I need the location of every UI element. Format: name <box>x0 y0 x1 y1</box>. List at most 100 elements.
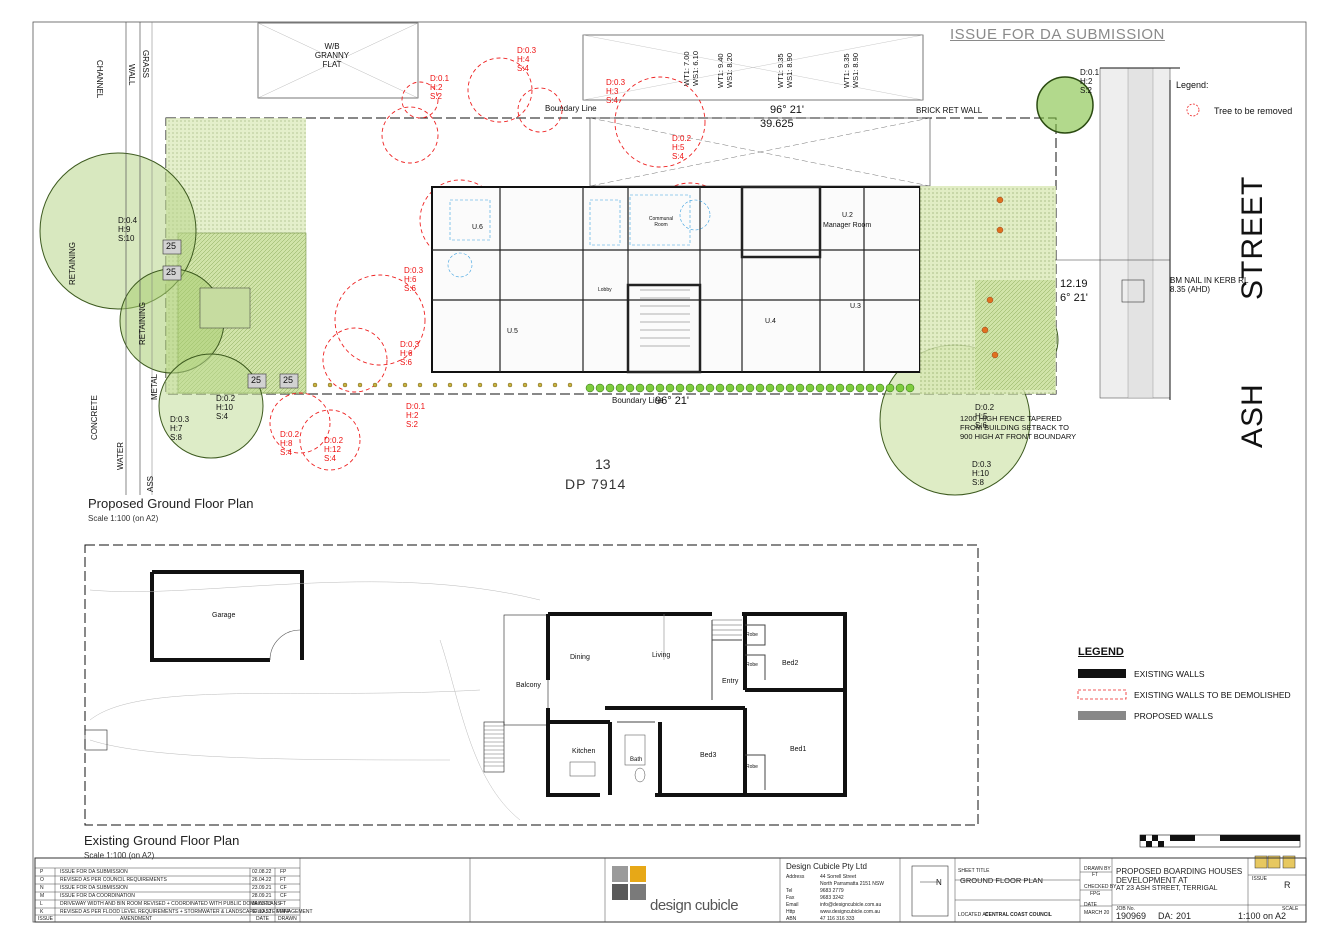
rev-by: FT/FP <box>276 909 290 915</box>
checked-by-label: CHECKED BY <box>1084 884 1117 890</box>
http-label: Http <box>786 909 796 915</box>
lot-number: 13 <box>595 456 611 472</box>
proposed-building <box>431 186 921 373</box>
company-logo-text: design cubicle <box>650 897 739 914</box>
label-retaining-2: RETAINING <box>138 302 147 345</box>
legend-swatches <box>1077 669 1127 720</box>
room-robe: Robe <box>746 764 758 770</box>
issue-label: ISSUE <box>1252 876 1268 882</box>
tree-tag-red: D:0.3 H:6 S:6 <box>404 266 424 293</box>
label-grass: GRASS <box>141 50 150 79</box>
room-lobby: Lobby <box>598 287 612 293</box>
sheet-title-label: SHEET TITLE <box>958 868 990 874</box>
rev-desc: REVISED AS PER COUNCIL REQUIREMENTS <box>60 877 167 883</box>
tel-label: Tel <box>786 888 793 894</box>
rev-code: M <box>40 893 45 899</box>
label-wall: WALL <box>127 64 136 86</box>
tree-tag: D:0.1 H:2 S:2 <box>1080 68 1100 95</box>
existing-boundary <box>84 544 979 826</box>
bm-nail-label: BM NAIL IN KERB RL 8.35 (AHD) <box>1170 276 1249 294</box>
http-value: www.designcubicle.com.au <box>820 909 881 915</box>
scale-label: SCALE <box>1282 906 1299 912</box>
level-reading: WT1: 9.35 WS1: 8.90 <box>776 52 794 88</box>
rev-by: CF <box>280 885 287 891</box>
fax-value: 9683 3242 <box>820 895 844 901</box>
drawn-by-label: DRAWN BY <box>1084 866 1111 872</box>
abn-value: 47 116 316 333 <box>820 916 855 922</box>
rev-date: 26.04.22 <box>252 877 272 883</box>
north-arrow <box>911 865 949 917</box>
street-name-ash: ASH <box>1236 383 1269 448</box>
label-retaining: RETAINING <box>68 242 77 285</box>
rev-date: 23.09.21 <box>252 885 272 891</box>
rev-date: 09.03.23 <box>252 901 272 907</box>
abn-label: ABN <box>786 916 797 922</box>
label-metal: METAL <box>150 373 159 400</box>
rev-desc: DRIVEWAY WIDTH AND BIN ROOM REVISED + CO… <box>60 901 281 907</box>
email-label: Email <box>786 902 799 908</box>
tree-tag-red: D:0.1 H:2 S:2 <box>430 74 450 101</box>
level-reading: WT1: 9.35 WS1: 8.90 <box>842 52 860 88</box>
tree-tag: D:0.3 H:7 S:8 <box>170 415 190 442</box>
rev-by: CF <box>280 893 287 899</box>
issue-status-label: ISSUE FOR DA SUBMISSION <box>950 26 1165 43</box>
rev-col-drawn: DRAWN <box>278 916 297 922</box>
bearing-top: 96° 21' <box>770 104 805 116</box>
legend-title: LEGEND <box>1078 646 1124 658</box>
label-ass: ASS <box>146 475 155 492</box>
hedge-row <box>585 383 915 393</box>
tel-value: 9683 2779 <box>820 888 844 894</box>
planter-tag: 25 <box>166 241 177 251</box>
rev-date: 02.08.22 <box>252 869 272 875</box>
room-balcony: Balcony <box>516 682 541 689</box>
address-2: North Parramatta 2151 NSW <box>820 881 884 887</box>
room-bath: Bath <box>630 757 643 763</box>
room-u2: U.2 <box>842 212 853 219</box>
existing-plan-title: Existing Ground Floor Plan <box>84 833 240 848</box>
project-address: AT 23 ASH STREET, TERRIGAL <box>1116 885 1218 892</box>
boundary-line-bottom: Boundary Line <box>612 396 664 405</box>
project-title: PROPOSED BOARDING HOUSES DEVELOPMENT AT <box>1116 867 1243 885</box>
room-robe: Robe <box>746 662 758 668</box>
rev-desc: ISSUE FOR DA SUBMISSION <box>60 885 128 891</box>
tree-canopy-3 <box>158 353 264 459</box>
room-u3: U.3 <box>850 303 861 310</box>
rev-date: 28.09.21 <box>252 893 272 899</box>
rev-col-issue: ISSUE <box>38 916 54 922</box>
planter-tag: 25 <box>166 267 177 277</box>
room-bed2: Bed2 <box>782 660 799 667</box>
company-name: Design Cubicle Pty Ltd <box>786 862 867 871</box>
tree-tag-red: D:0.2 H:12 S:4 <box>324 436 344 463</box>
tree-tag: D:0.4 H:9 S:10 <box>118 216 138 243</box>
bearing-bottom: 96° 21' <box>655 395 690 407</box>
rev-code: K <box>40 909 44 915</box>
garage-walls <box>150 570 304 662</box>
legend-existing-walls: EXISTING WALLS <box>1134 669 1205 679</box>
room-u6: U.6 <box>472 224 483 231</box>
mini-logo <box>1254 855 1296 869</box>
deposited-plan: DP 7914 <box>565 476 627 492</box>
tree-tag: D:0.3 H:10 S:8 <box>972 460 992 487</box>
job-label: JOB No. <box>1116 906 1135 912</box>
granny-flat-outline <box>257 22 419 99</box>
neighbour-building <box>582 34 924 101</box>
rev-by: FT <box>280 901 287 907</box>
rev-col-date: DATE <box>256 916 269 922</box>
tree-tag-red: D:0.3 H:3 S:4 <box>606 78 626 105</box>
room-u5: U.5 <box>507 328 518 335</box>
council-name: CENTRAL COAST COUNCIL <box>985 912 1052 918</box>
tree-tag: D:0.2 H:5 S:6 <box>975 403 995 430</box>
room-garage: Garage <box>212 612 236 619</box>
label-water: WATER <box>116 442 125 470</box>
label-channel: CHANNEL <box>95 60 104 99</box>
room-bed1: Bed1 <box>790 746 807 753</box>
rev-desc: REVISED AS PER FLOOD LEVEL REQUIREMENTS … <box>60 909 313 915</box>
brick-ret-wall-label: BRICK RET WALL <box>916 106 983 115</box>
tree-canopy-5 <box>1036 76 1094 134</box>
existing-house-walls <box>546 612 847 797</box>
legend-walls-demolished: EXISTING WALLS TO BE DEMOLISHED <box>1134 690 1291 700</box>
distance-top: 39.625 <box>760 118 794 130</box>
proposed-plan <box>39 22 1200 496</box>
tree-canopy-1 <box>39 152 197 310</box>
